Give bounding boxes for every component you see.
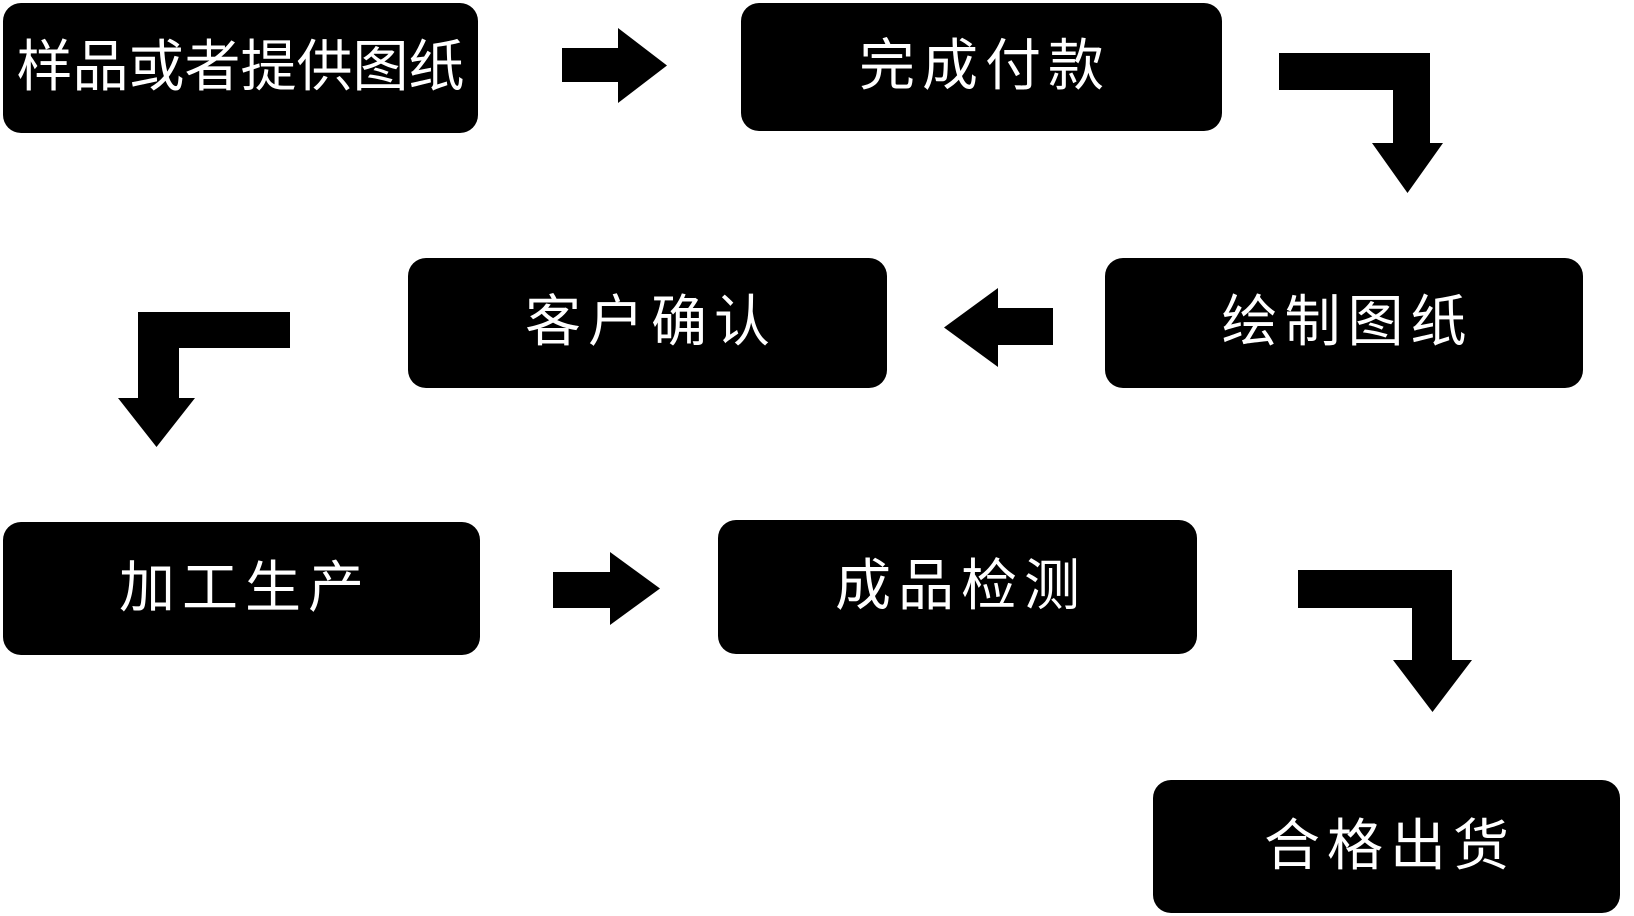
node-customer-confirmation: 客户确认: [408, 258, 887, 388]
node-label: 合格出货: [1264, 813, 1516, 879]
node-label: 客户确认: [525, 290, 777, 355]
arrow-elbow-down-icon: [118, 312, 290, 447]
node-processing-production: 加工生产: [3, 522, 480, 655]
node-qualified-shipment: 合格出货: [1153, 780, 1620, 913]
node-label: 加工生产: [119, 555, 371, 621]
arrow-left-icon: [944, 288, 1053, 367]
node-label: 绘制图纸: [1221, 290, 1474, 355]
arrow-elbow-down-icon: [1279, 53, 1443, 193]
node-finished-product-inspection: 成品检测: [718, 520, 1197, 654]
node-label: 完成付款: [859, 34, 1111, 99]
node-complete-payment: 完成付款: [741, 3, 1222, 131]
node-label: 样品或者提供图纸: [16, 35, 465, 100]
arrow-right-icon: [562, 28, 667, 103]
node-sample-or-provide-drawings: 样品或者提供图纸: [3, 3, 478, 133]
node-draw-drawings: 绘制图纸: [1105, 258, 1583, 388]
node-label: 成品检测: [835, 554, 1087, 619]
arrow-elbow-down-icon: [1298, 570, 1472, 712]
arrow-right-icon: [553, 552, 660, 625]
